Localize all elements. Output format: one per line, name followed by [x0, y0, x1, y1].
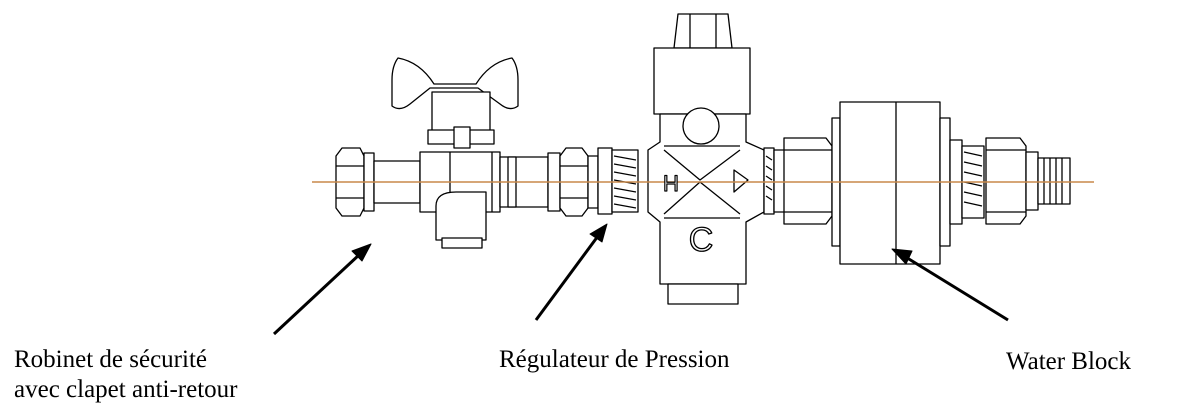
label-safety-valve: Robinet de sécurité avec clapet anti-ret…: [14, 345, 237, 405]
hot-marking: H: [663, 171, 679, 196]
water-block-outlet-fitting: [1037, 157, 1071, 205]
pointer-arrow-water-block: [903, 254, 1009, 322]
pressure-regulator: [597, 13, 789, 305]
safety-valve: [335, 57, 599, 249]
cold-marking: C: [689, 221, 714, 259]
pointer-arrow-valve: [272, 252, 362, 336]
label-water-block: Water Block: [1006, 348, 1132, 375]
water-block-right-nut: [985, 137, 1027, 225]
water-block: [783, 101, 1071, 265]
regulator-body: [647, 113, 765, 285]
regulator-threaded-inlet: [597, 147, 613, 215]
water-block-left-nut: [783, 137, 833, 225]
valve-butterfly-handle: [391, 57, 519, 110]
label-pointers: [272, 223, 1009, 336]
pointer-arrow-regulator: [534, 235, 600, 321]
label-pressure-regulator: Régulateur de Pression: [499, 346, 730, 373]
regulator-gauge-port: [682, 107, 720, 145]
valve-lower-outlet: [435, 191, 487, 241]
water-block-main-body: [839, 101, 941, 265]
regulator-top-cap: [673, 13, 733, 49]
flow-arrow-icon: [733, 169, 749, 193]
label-safety-valve-line2: avec clapet anti-retour: [14, 376, 238, 403]
valve-stem-lock: [453, 126, 471, 149]
label-safety-valve-line1: Robinet de sécurité: [14, 346, 207, 373]
